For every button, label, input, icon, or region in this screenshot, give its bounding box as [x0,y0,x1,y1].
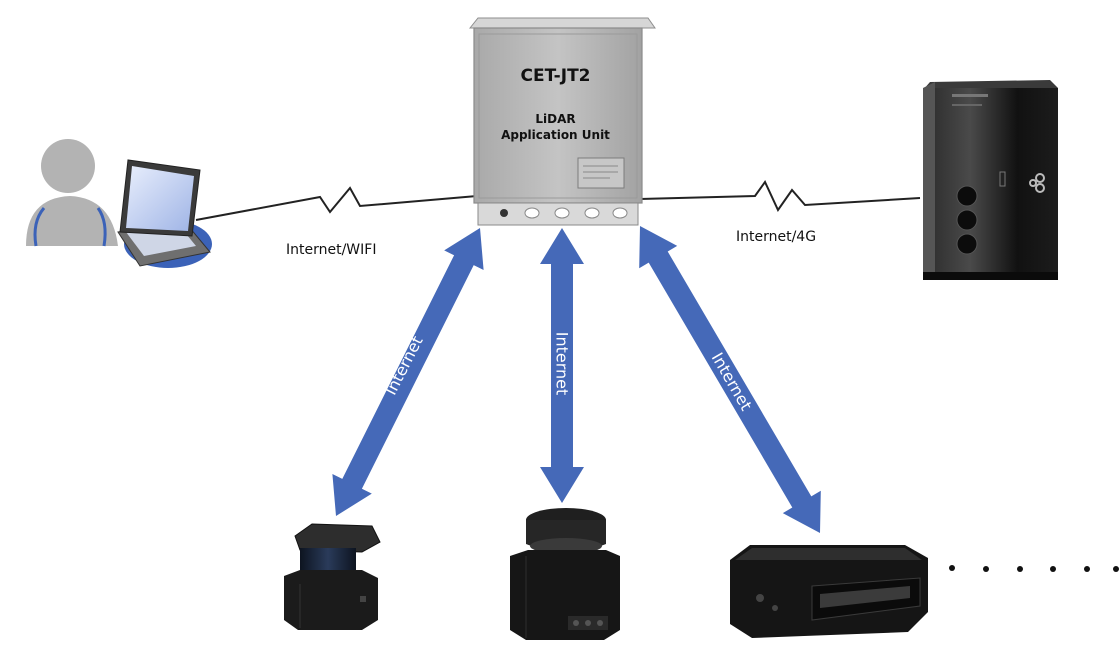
server-link-line [639,180,921,212]
screw-icon [500,209,508,217]
cabinet-unit [468,17,656,226]
lidar-center-link-label: Internet [552,331,572,396]
lidar-scanner-icon [284,523,381,630]
more-devices-ellipsis [949,565,1119,572]
arrow-group [332,226,821,533]
unit-subtitle-line1: LiDAR [535,112,576,126]
client-link-line [195,186,478,221]
lidar-left-link-arrow [332,228,484,516]
lidar-scanner-icon [730,545,928,638]
unit-subtitle-line2: Application Unit [501,128,610,142]
unit-title: CET-JT2 [520,66,591,86]
client-link-label: Internet/WIFI [286,242,377,258]
lidar-center-link-arrow [540,228,584,503]
server-link-label: Internet/4G [736,229,817,245]
server-tower-icon [923,80,1058,280]
lidar-scanner-icon [510,508,620,640]
user-laptop-icon [26,139,212,268]
lidar-right-link-arrow [639,226,821,533]
